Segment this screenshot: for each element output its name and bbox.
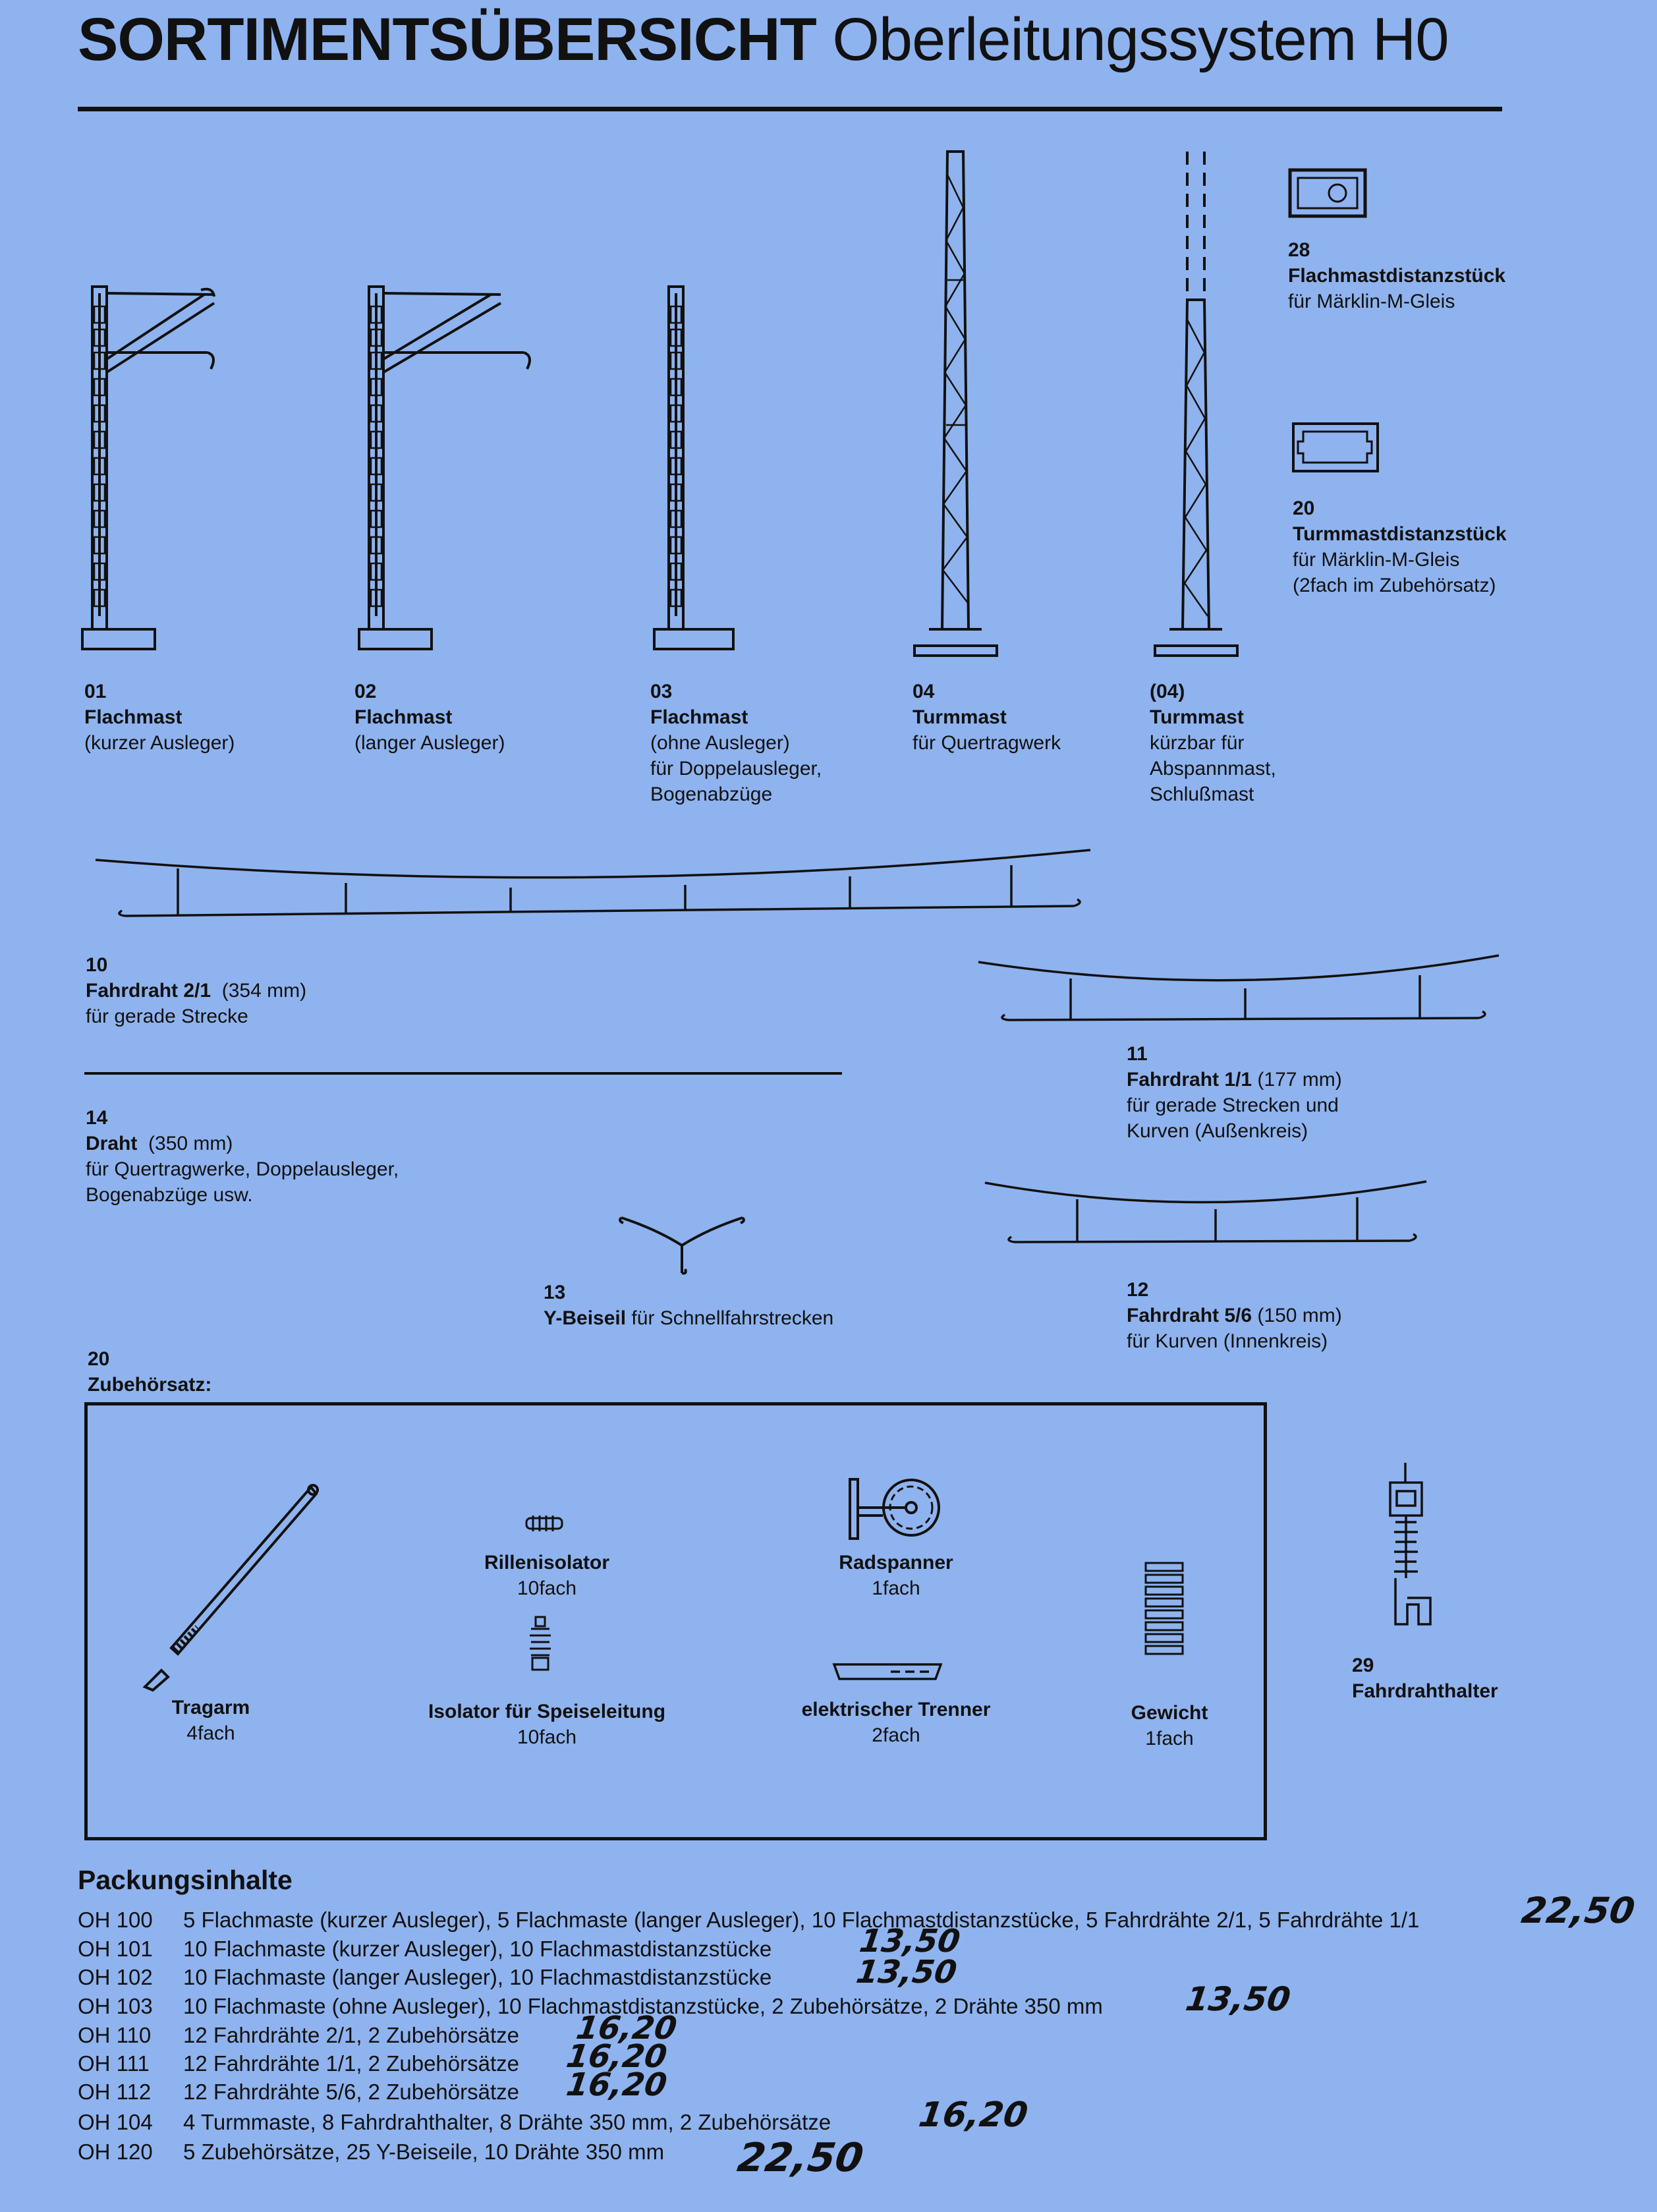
item-03-label: 03 Flachmast (ohne Ausleger) für Doppela… bbox=[650, 681, 822, 805]
item-11-label: 11 Fahrdraht 1/1 (177 mm) für gerade Str… bbox=[1127, 1043, 1342, 1142]
zubehoersatz-box bbox=[84, 1402, 1267, 1840]
price-oh112: 16,20 bbox=[564, 2066, 669, 2103]
acc-tragarm-label: Tragarm 4fach bbox=[171, 1697, 250, 1744]
item-28-label: 28 Flachmastdistanzstück für Märklin-M-G… bbox=[1288, 239, 1506, 312]
fahrdrahthalter-drawing bbox=[1389, 1463, 1432, 1626]
turmmastdistanzstueck-drawing bbox=[1292, 422, 1379, 472]
fahrdraht-11-drawing bbox=[978, 954, 1500, 1021]
acc-radspanner-label: Radspanner 1fach bbox=[839, 1552, 953, 1599]
turmmast-04-drawing bbox=[913, 150, 998, 657]
draht-14-line bbox=[84, 1072, 842, 1075]
flachmast-01-drawing bbox=[81, 285, 215, 650]
item-12-label: 12 Fahrdraht 5/6 (150 mm) für Kurven (In… bbox=[1127, 1279, 1342, 1352]
item-01-label: 01 Flachmast (kurzer Ausleger) bbox=[84, 681, 235, 754]
item-14-label: 14 Draht (350 mm) für Quertragwerke, Dop… bbox=[86, 1107, 399, 1206]
turmmast-kuerzbar-drawing bbox=[1154, 152, 1239, 657]
header-rule bbox=[78, 107, 1502, 111]
acc-isolator-label: Isolator für Speiseleitung 10fach bbox=[428, 1701, 666, 1748]
gewicht-drawing bbox=[1144, 1562, 1184, 1655]
radspanner-drawing bbox=[849, 1478, 940, 1540]
flachmastdistanzstueck-drawing bbox=[1288, 168, 1367, 218]
page-title: SORTIMENTSÜBERSICHT Oberleitungssystem H… bbox=[78, 3, 1449, 76]
acc-rillen-label: Rillenisolator 10fach bbox=[484, 1552, 610, 1599]
item-04b-label: (04) Turmmast kürzbar für Abspannmast, S… bbox=[1150, 681, 1276, 805]
price-oh120: 22,50 bbox=[735, 2135, 866, 2181]
flachmast-03-drawing bbox=[653, 285, 735, 650]
title-bold: SORTIMENTSÜBERSICHT bbox=[78, 6, 817, 73]
item-20z-label: 20 Zubehörsatz: bbox=[88, 1348, 212, 1396]
y-beiseil-drawing bbox=[619, 1216, 745, 1275]
item-02-label: 02 Flachmast (langer Ausleger) bbox=[354, 681, 505, 754]
tragarm-drawing bbox=[142, 1484, 319, 1692]
item-29-label: 29 Fahrdrahthalter bbox=[1352, 1655, 1498, 1702]
price-oh102: 13,50 bbox=[854, 1954, 959, 1991]
trenner-drawing bbox=[832, 1663, 943, 1680]
isolator-speiseleitung-drawing bbox=[530, 1616, 551, 1671]
fahrdraht-21-drawing bbox=[95, 849, 1091, 917]
acc-gewicht-label: Gewicht 1fach bbox=[1131, 1702, 1208, 1749]
item-20-label: 20 Turmmastdistanzstück für Märklin-M-Gl… bbox=[1293, 497, 1507, 596]
acc-trenner-label: elektrischer Trenner 2fach bbox=[801, 1699, 991, 1746]
item-04-label: 04 Turmmast für Quertragwerk bbox=[913, 681, 1061, 754]
title-rest: Oberleitungssystem H0 bbox=[832, 6, 1449, 73]
rillenisolator-drawing bbox=[525, 1516, 563, 1531]
item-10-label: 10 Fahrdraht 2/1 (354 mm) für gerade Str… bbox=[86, 954, 307, 1027]
fahrdraht-56-drawing bbox=[984, 1180, 1427, 1243]
flachmast-02-drawing bbox=[358, 285, 531, 650]
price-oh100: 22,50 bbox=[1519, 1890, 1638, 1931]
price-oh103: 13,50 bbox=[1183, 1980, 1293, 2018]
price-oh104: 16,20 bbox=[916, 2095, 1030, 2135]
item-13-label: 13 Y-Beiseil für Schnellfahrstrecken bbox=[544, 1282, 834, 1329]
packages-title: Packungsinhalte bbox=[78, 1865, 293, 1895]
